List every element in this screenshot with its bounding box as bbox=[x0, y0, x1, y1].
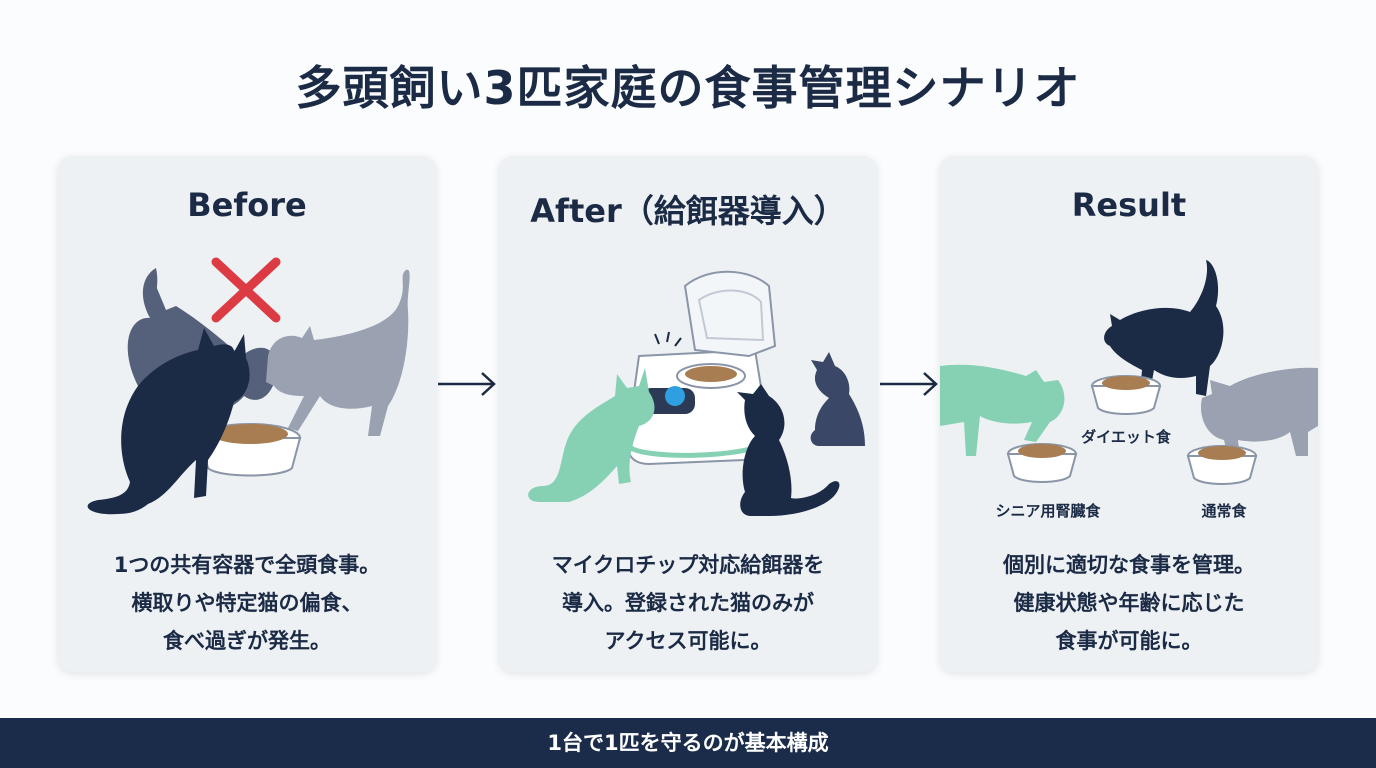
normal-bowl-label: 通常食 bbox=[1201, 502, 1247, 520]
panel-before-line: 横取りや特定猫の偏食、 bbox=[131, 591, 363, 615]
panel-before-text: 1つの共有容器で全頭食事。 横取りや特定猫の偏食、 食べ過ぎが発生。 bbox=[58, 546, 436, 660]
panel-result-line: 健康状態や年齢に応じた bbox=[1013, 591, 1245, 615]
footer-banner: 1台で1匹を守るのが基本構成 bbox=[0, 718, 1376, 768]
panel-result-text: 個別に適切な食事を管理。 健康状態や年齢に応じた 食事が可能に。 bbox=[940, 546, 1318, 660]
panel-before-heading: Before bbox=[187, 186, 307, 224]
navy-cat bbox=[1104, 260, 1224, 396]
panel-after-line: マイクロチップ対応給餌器を bbox=[551, 553, 825, 577]
microchip-feeder bbox=[625, 270, 777, 466]
panel-result-heading: Result bbox=[1071, 186, 1187, 224]
before-illustration bbox=[87, 257, 410, 515]
panel-after-line: アクセス可能に。 bbox=[604, 629, 772, 653]
panel-result-line: 個別に適切な食事を管理。 bbox=[1003, 553, 1255, 577]
navy-cat bbox=[87, 328, 250, 515]
panel-before-line: 食べ過ぎが発生。 bbox=[163, 629, 331, 653]
mint-cat bbox=[528, 368, 655, 502]
after-illustration bbox=[528, 270, 865, 516]
panel-after-line: 導入。登録された猫のみが bbox=[562, 591, 814, 615]
arrow-right-icon bbox=[438, 372, 496, 396]
panel-after-heading: After（給餌器導入） bbox=[530, 192, 846, 230]
panel-result-line: 食事が可能に。 bbox=[1055, 629, 1203, 653]
panel-after-text: マイクロチップ対応給餌器を 導入。登録された猫のみが アクセス可能に。 bbox=[499, 546, 877, 660]
diet-bowl bbox=[1090, 375, 1162, 415]
mint-cat bbox=[940, 364, 1065, 456]
arrow-right-icon bbox=[880, 372, 938, 396]
senior-bowl-label: シニア用腎臓食 bbox=[995, 502, 1101, 520]
navy-cat bbox=[737, 384, 840, 516]
gray-cat bbox=[266, 269, 410, 436]
page-title: 多頭飼い3匹家庭の食事管理シナリオ bbox=[295, 61, 1081, 115]
normal-bowl bbox=[1186, 445, 1258, 485]
panel-before-line: 1つの共有容器で全頭食事。 bbox=[113, 553, 381, 577]
cross-icon bbox=[211, 257, 281, 323]
gray-cat bbox=[1200, 367, 1318, 458]
result-illustration: ダイエット食 シニア用腎臓食 通常食 bbox=[940, 260, 1318, 520]
panel-after: After（給餌器導入） bbox=[499, 156, 877, 672]
panel-before: Before 1つの共有容器で全頭食事。 横取りや特定猫の偏食、 食べ過ぎが発生… bbox=[58, 156, 436, 672]
senior-bowl bbox=[1006, 443, 1078, 483]
food-bowl bbox=[198, 423, 302, 477]
slate-cat bbox=[810, 352, 865, 446]
diet-bowl-label: ダイエット食 bbox=[1081, 428, 1172, 446]
panel-result: Result ダイエット食 シニア用腎臓食 bbox=[940, 156, 1318, 672]
